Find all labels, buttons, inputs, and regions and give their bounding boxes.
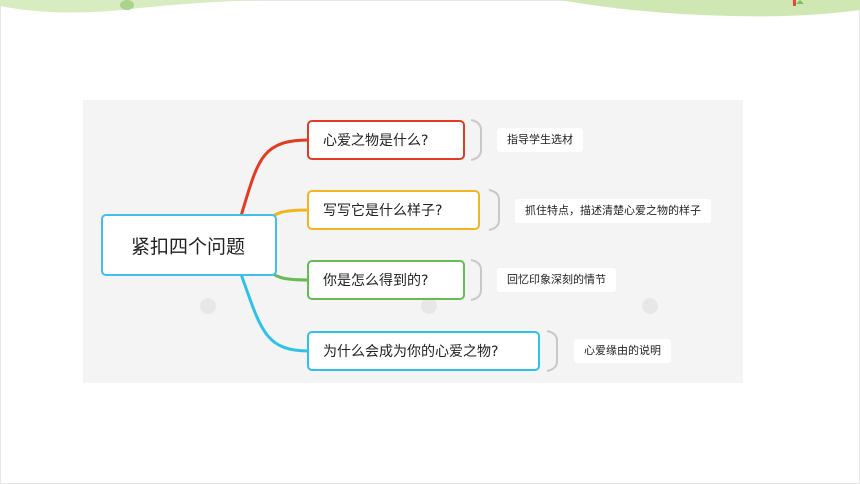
red-flag-mark [793, 0, 796, 6]
topic-branch-2[interactable]: 写写它是什么样子? [307, 190, 480, 230]
note-label: 心爱缘由的说明 [584, 344, 661, 357]
topic-branch-3[interactable]: 你是怎么得到的? [307, 260, 465, 300]
topic-label: 你是怎么得到的? [323, 273, 429, 289]
note-label: 指导学生选材 [507, 133, 573, 146]
topic-branch-4[interactable]: 为什么会成为你的心爱之物? [307, 331, 540, 371]
note-branch-2: 抓住特点，描述清楚心爱之物的样子 [515, 199, 711, 223]
bracket-branch-3 [470, 259, 482, 301]
note-label: 抓住特点，描述清楚心爱之物的样子 [525, 204, 701, 217]
topic-label: 写写它是什么样子? [323, 203, 443, 219]
topic-branch-1[interactable]: 心爱之物是什么? [307, 120, 465, 160]
top-decoration [0, 0, 860, 17]
bracket-branch-4 [546, 330, 558, 372]
root-topic-label: 紧扣四个问题 [131, 235, 246, 258]
note-branch-1: 指导学生选材 [497, 128, 583, 152]
watermark-icon [200, 298, 216, 314]
bracket-branch-2 [488, 189, 500, 231]
leaf-cluster [120, 0, 134, 10]
note-branch-4: 心爱缘由的说明 [574, 339, 671, 363]
green-hill-right [560, 0, 860, 17]
watermark-icon [421, 298, 437, 314]
root-topic[interactable]: 紧扣四个问题 [101, 214, 277, 276]
watermark-icon [642, 298, 658, 314]
note-label: 回忆印象深刻的情节 [507, 273, 606, 286]
link-branch-1 [239, 138, 310, 217]
bracket-branch-1 [470, 119, 482, 161]
topic-label: 为什么会成为你的心爱之物? [323, 344, 499, 360]
link-branch-4 [239, 273, 310, 353]
mindmap-canvas: 紧扣四个问题 心爱之物是什么? 指导学生选材 写写它是什么样子? 抓住特点，描述… [83, 100, 743, 383]
topic-label: 心爱之物是什么? [323, 133, 429, 149]
tree-icon [796, 0, 804, 4]
note-branch-3: 回忆印象深刻的情节 [497, 268, 616, 292]
branch-links [239, 119, 558, 372]
